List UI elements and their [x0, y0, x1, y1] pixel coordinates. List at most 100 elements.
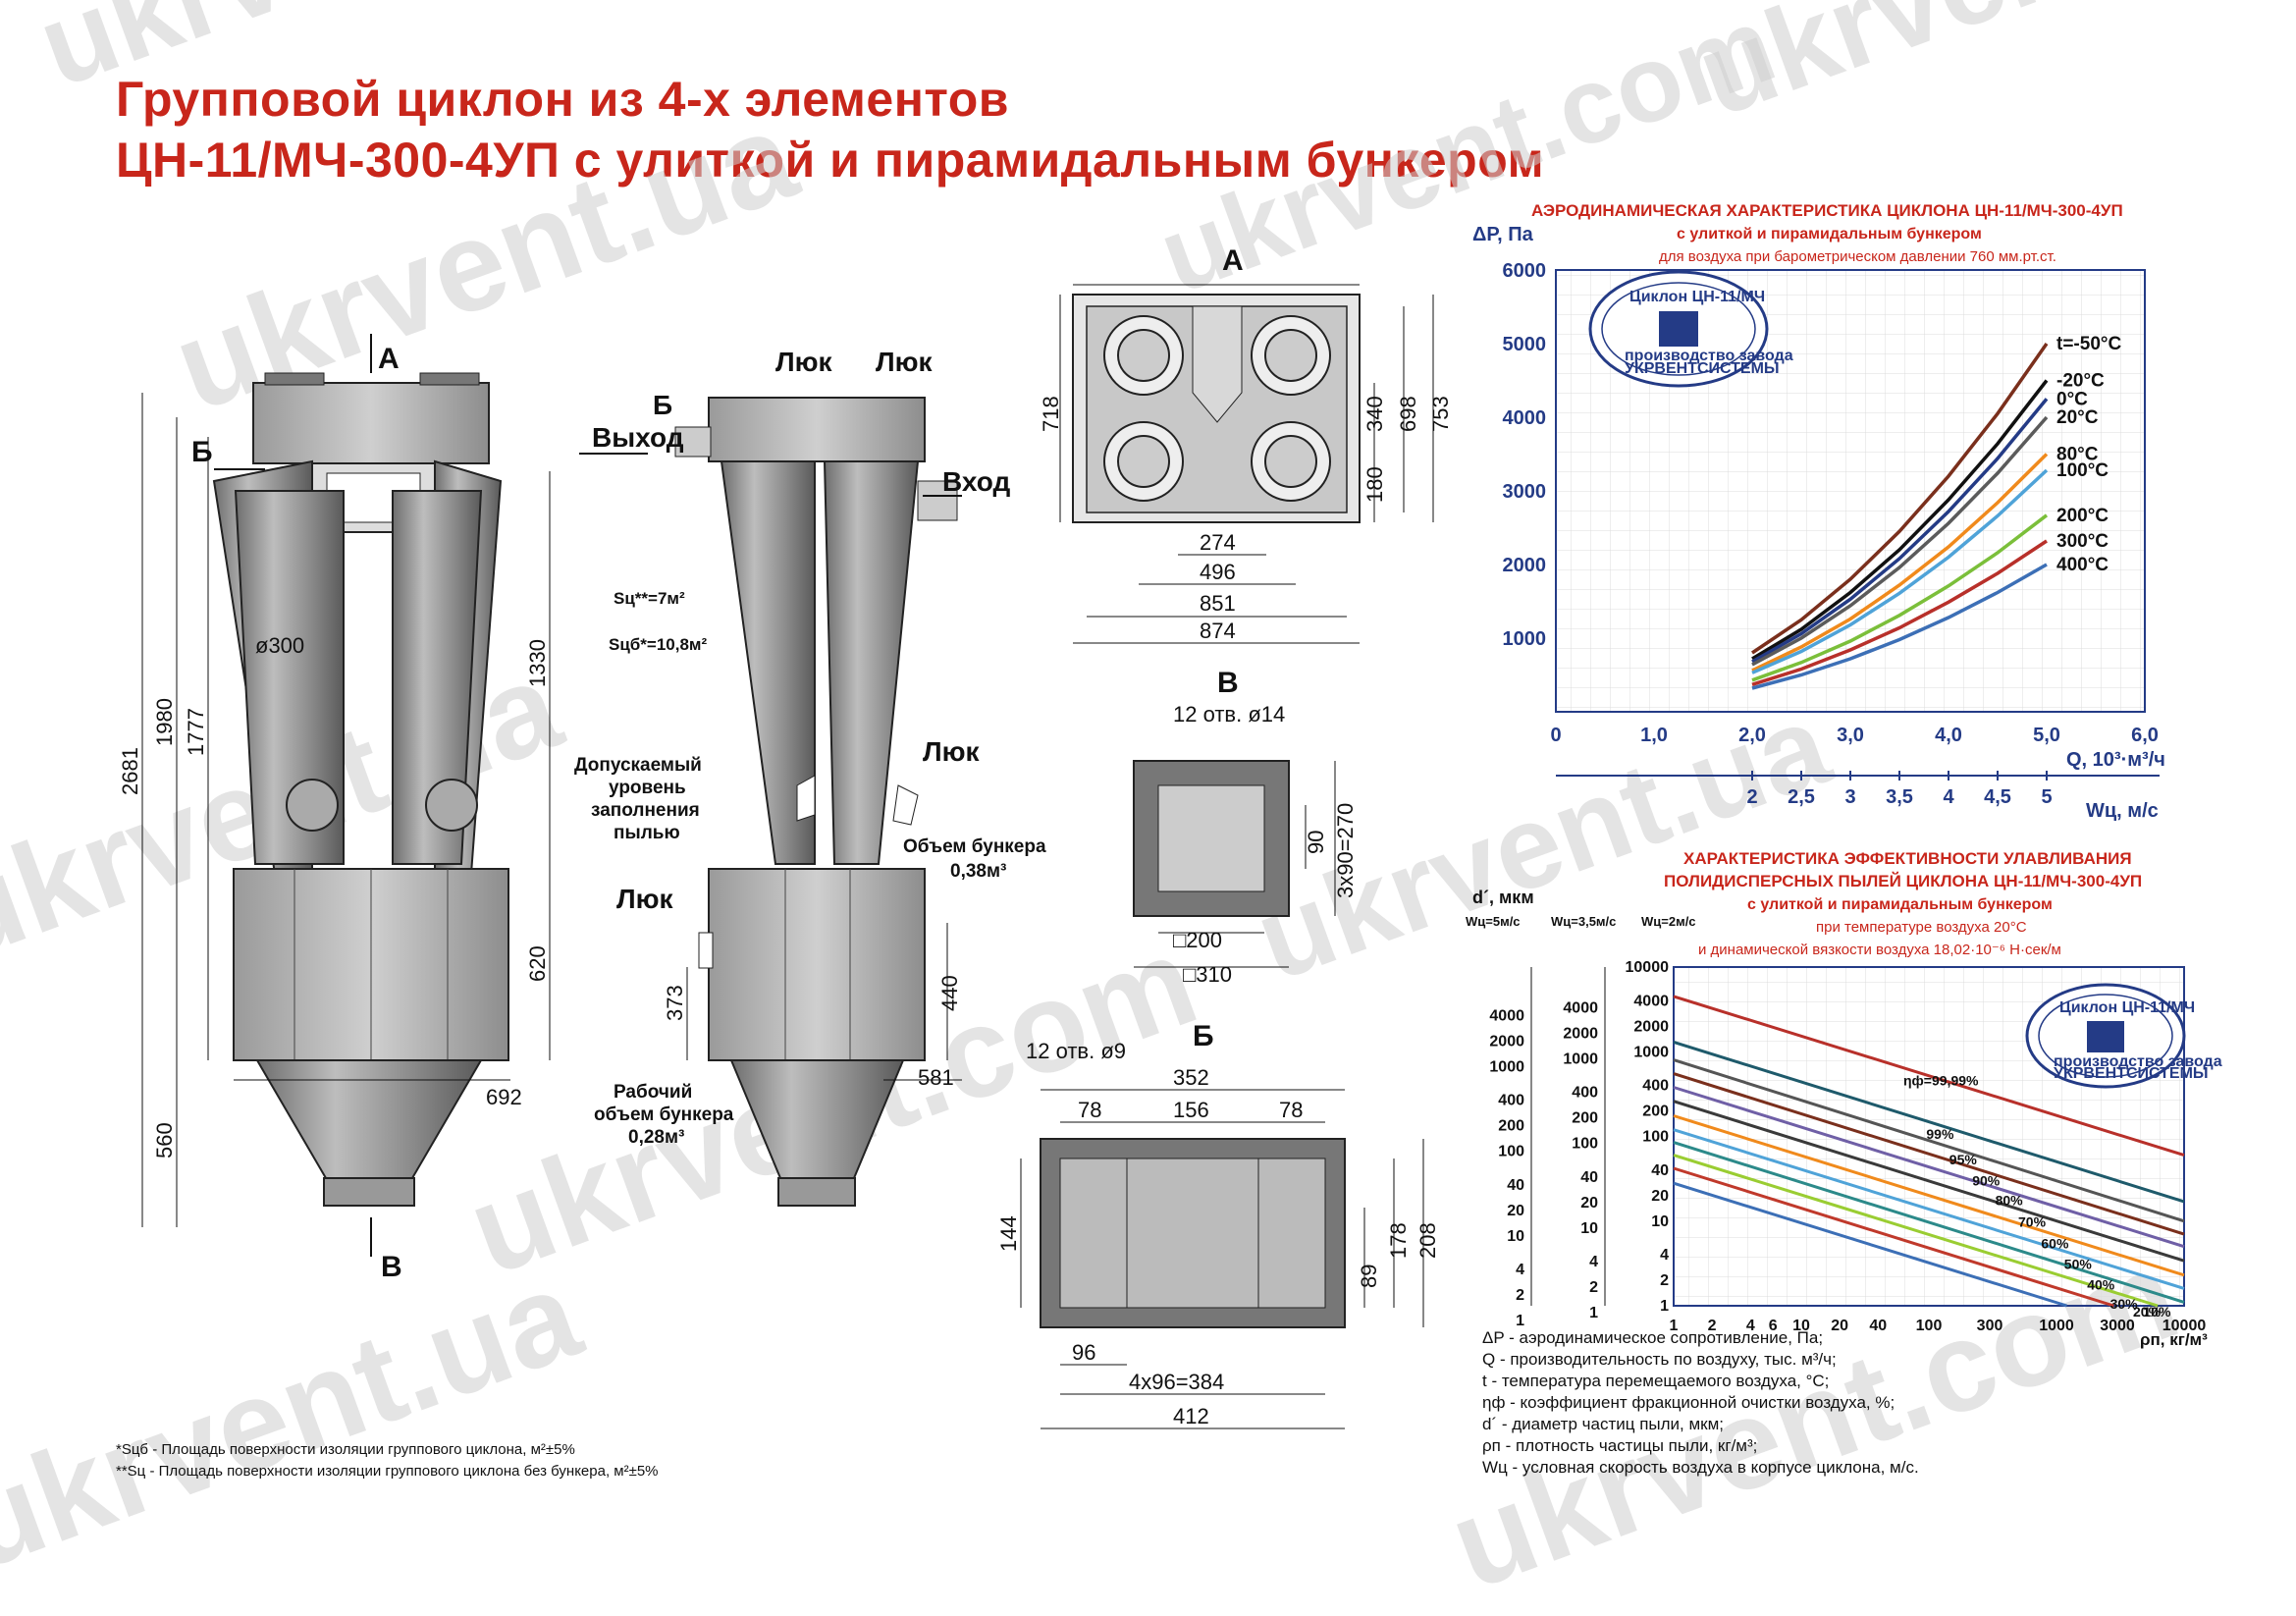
chart2-y-tick-label-w5: 40 — [1507, 1177, 1524, 1194]
chart1-series-label: 20°C — [2056, 407, 2099, 428]
chart2-series-label: 95% — [1949, 1152, 1978, 1167]
chart1-series-line — [1751, 468, 2049, 674]
note-sc: Sц**=7м² — [614, 589, 685, 608]
watermark-text: ukrvent.com — [23, 0, 725, 112]
view-label-b-side: Б — [653, 390, 672, 420]
chart1-x-tick-label: 6,0 — [2131, 725, 2159, 746]
dim-flange-v-90: 90 — [1304, 831, 1328, 854]
chart2-y-tick-label: 100 — [1642, 1129, 1669, 1146]
chart2-y-ticks: 1000040002000100040020010040201042140002… — [1489, 959, 1669, 1329]
chart1-series-line — [1751, 342, 2049, 655]
chart2-xlabel: ρп, кг/м³ — [2140, 1330, 2208, 1349]
chart1-note: для воздуха при барометрическом давлении… — [1659, 248, 2056, 265]
chart1-series-line — [1751, 398, 2049, 664]
chart2-y-tick-label: 2 — [1660, 1272, 1669, 1289]
chart1-x2-tick-label: 2 — [1746, 786, 1757, 808]
chart2-series-label: 70% — [2018, 1213, 2047, 1229]
chart2-series-labels: ηф=99,99%99%95%90%80%70%60%50%40%30%20%1… — [1903, 1073, 2171, 1320]
chart1-series — [1751, 342, 2049, 690]
view-label-a: А — [378, 343, 400, 375]
chart2-stamp: Циклон ЦН-11/МЧ производство завода УКРВ… — [2025, 983, 2222, 1089]
flange-b-title: Б — [1193, 1020, 1214, 1052]
dim-flange-v-310: □310 — [1183, 962, 1232, 987]
chart2-series-line — [1673, 1154, 2159, 1308]
dim-front-620: 620 — [525, 945, 550, 982]
side-label-hatch-2: Люк — [876, 347, 934, 377]
legend-item: t - температура перемещаемого воздуха, °… — [1482, 1372, 1830, 1390]
dim-flange-b-78b: 78 — [1279, 1098, 1303, 1122]
chart2-y-tick-label-w5: 400 — [1498, 1093, 1524, 1109]
chart1-y-tick-label: 6000 — [1503, 260, 1547, 282]
chart2-subtitle: с улиткой и пирамидальным бункером — [1747, 896, 2053, 913]
dim-front-560: 560 — [152, 1122, 177, 1158]
chart2-series-label: 20% — [2133, 1304, 2162, 1320]
chart2-y-tick-label-w5: 4 — [1516, 1262, 1524, 1278]
chart1-y-tick-label: 2000 — [1503, 555, 1547, 576]
chart2-stamp-line3: УКРВЕНТСИСТЕМЫ — [2054, 1065, 2209, 1082]
chart2-series-line — [1673, 1040, 2185, 1204]
chart2-y-tick-label-w5: 2 — [1516, 1287, 1524, 1304]
chart2-x-tick-label: 4 — [1746, 1318, 1755, 1334]
front-view: А Б В 2681 1980 1777 560 1330 620 692 ø3… — [118, 334, 551, 1283]
chart2-ylabel-w2: Wц=2м/с — [1641, 914, 1696, 929]
dim-flange-v-200: □200 — [1173, 928, 1222, 952]
chart1-series-line — [1751, 539, 2048, 686]
dim-front-1330: 1330 — [525, 639, 550, 687]
flange-v-title: В — [1217, 667, 1239, 699]
chart2-y-tick-label: 200 — [1642, 1104, 1669, 1120]
chart1-series-label: t=-50°C — [2056, 334, 2121, 354]
top-view-title: А — [1222, 244, 1244, 277]
chart1-series-label: 300°C — [2056, 531, 2109, 552]
chart2-series-label: 10% — [2143, 1304, 2171, 1320]
footnote-2: **Sц - Площадь поверхности изоляции груп… — [116, 1463, 659, 1480]
chart2-series-label: ηф=99,99% — [1903, 1073, 1979, 1089]
chart2-y-tick-label-w35: 2000 — [1563, 1025, 1598, 1042]
chart1-series-line — [1751, 415, 2049, 667]
dim-front-1980: 1980 — [152, 698, 177, 746]
chart2-series-label: 40% — [2087, 1276, 2115, 1292]
legend-item: ηф - коэффициент фракционной очистки воз… — [1482, 1393, 1896, 1412]
side-label-inlet: Вход — [942, 466, 1010, 497]
chart2-ylabel: d´, мкм — [1472, 888, 1534, 907]
chart1-series-label: 0°C — [2056, 389, 2088, 409]
chart1-series-labels: t=-50°C-20°C0°C20°C80°C100°C200°C300°C40… — [2056, 334, 2121, 575]
side-label-hatch-1: Люк — [775, 347, 833, 377]
chart1-series-line — [1751, 379, 2049, 661]
top-view-a: А 718 340 698 753 180 274 496 851 874 — [1039, 244, 1453, 644]
chart1-x-tick-label: 0 — [1550, 725, 1561, 746]
view-label-v: В — [381, 1251, 402, 1283]
chart2-ylabel-w35: Wц=3,5м/с — [1551, 914, 1616, 929]
chart1-stamp: Циклон ЦН-11/МЧ производство завода УКРВ… — [1588, 270, 1793, 388]
chart1-stamp-line2: производство завода — [1625, 348, 1793, 364]
dim-top-874: 874 — [1200, 619, 1236, 643]
chart1-stamp-line1: Циклон ЦН-11/МЧ — [1629, 289, 1765, 305]
chart1-x2-tick-label: 4,5 — [1984, 786, 2011, 808]
chart2-y-tick-label-w5: 200 — [1498, 1118, 1524, 1135]
legend-item: d´ - диаметр частиц пыли, мкм; — [1482, 1415, 1725, 1433]
side-label-outlet: Выход — [592, 422, 684, 453]
chart2-y-tick-label: 4 — [1660, 1247, 1669, 1264]
chart1-x-tick-label: 5,0 — [2033, 725, 2060, 746]
chart1-y-tick-label: 1000 — [1503, 628, 1547, 650]
chart1-x-tick-label: 3,0 — [1837, 725, 1864, 746]
note-scb: Sцб*=10,8м² — [609, 635, 707, 654]
chart2-title2: ПОЛИДИСПЕРСНЫХ ПЫЛЕЙ ЦИКЛОНА ЦН-11/МЧ-30… — [1664, 872, 2142, 890]
chart2-series-line — [1673, 1181, 2067, 1308]
note-fill-4: пылью — [614, 823, 680, 843]
side-label-hatch-4: Люк — [616, 884, 674, 914]
chart2-y-tick-label-w35: 2 — [1589, 1279, 1598, 1296]
chart2-y-tick-label: 10000 — [1626, 959, 1670, 976]
dim-top-274: 274 — [1200, 530, 1236, 555]
chart2-ylabel-w5: Wц=5м/с — [1466, 914, 1521, 929]
chart1-x2label: Wц, м/с — [2086, 800, 2159, 822]
chart2-series-line — [1673, 1114, 2185, 1277]
chart2-series-label: 80% — [1996, 1193, 2024, 1209]
chart2-stamp-line2: производство завода — [2054, 1053, 2222, 1070]
chart2-y-tick-label: 20 — [1651, 1188, 1669, 1205]
chart2-y-tick-label: 40 — [1651, 1162, 1669, 1179]
chart1-series-line — [1751, 453, 2049, 673]
legend-item: ΔP - аэродинамическое сопротивление, Па; — [1482, 1328, 1824, 1347]
chart2-y-tick-label: 1 — [1660, 1298, 1669, 1315]
flange-v-view: В 12 отв. ø14 □200 □310 90 3x90=270 — [1133, 667, 1358, 987]
